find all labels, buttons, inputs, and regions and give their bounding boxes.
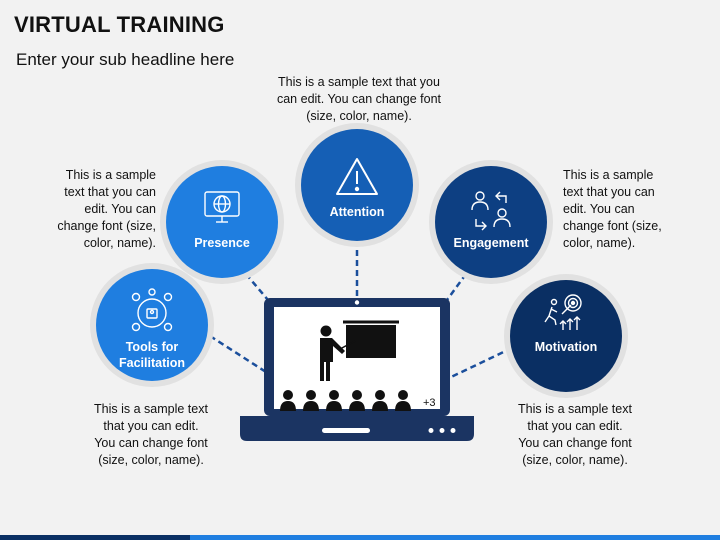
laptop-dot: [450, 428, 456, 433]
footer-bar-light: [190, 535, 720, 540]
text-motivation: This is a sample text that you can edit.…: [518, 402, 632, 467]
people-network-icon: [131, 288, 173, 332]
node-attention: [295, 123, 419, 247]
node-presence: [160, 160, 284, 284]
label-presence: Presence: [194, 236, 250, 250]
laptop-trackpad-slot: [322, 428, 370, 433]
monitor-globe-icon: [204, 191, 240, 223]
attendee-icon: [372, 390, 388, 411]
laptop-dot: [439, 428, 445, 433]
presenter-head: [320, 325, 332, 337]
text-presence: This is a sample text that you can edit.…: [57, 168, 156, 250]
pointer-stick: [339, 340, 356, 350]
label-motivation: Motivation: [534, 340, 598, 354]
node-tools: [90, 263, 214, 387]
text-tools-for-facilitation: This is a sample text that you can edit.…: [94, 402, 208, 467]
text-engagement: This is a sample text that you can edit.…: [563, 168, 662, 250]
attendee-icon: [349, 390, 365, 411]
connector-engagement: [445, 273, 468, 301]
footer-bar: [0, 535, 720, 540]
warning-icon: [336, 158, 378, 195]
audience: [280, 390, 411, 411]
laptop-camera: [354, 300, 360, 305]
attendee-icon: [280, 390, 296, 411]
connector-presence: [245, 273, 269, 301]
presenter-icon: [320, 320, 399, 381]
page-subtitle: Enter your sub headline here: [16, 50, 235, 69]
attendee-icon: [326, 390, 342, 411]
attendee-count: +3: [423, 397, 436, 409]
attendee-icon: [395, 390, 411, 411]
attendee-icon: [303, 390, 319, 411]
label-attention: Attention: [329, 205, 385, 219]
laptop-dot: [428, 428, 434, 433]
exchange-users-icon: [471, 191, 511, 231]
runner-target-icon: [544, 294, 582, 330]
connector-motivation: [448, 346, 513, 380]
node-engagement: [429, 160, 553, 284]
presenter-body: [320, 338, 345, 381]
label-engagement: Engagement: [453, 236, 529, 250]
footer-bar-dark: [0, 535, 190, 540]
node-motivation: [504, 274, 628, 398]
connectors: [209, 240, 513, 380]
page-title: VIRTUAL TRAINING: [14, 12, 225, 37]
text-attention: This is a sample text that you can edit.…: [276, 75, 442, 123]
laptop: +3: [240, 298, 474, 441]
label-tools-for-facilitation: Tools for Facilitation: [119, 340, 185, 370]
connector-tools: [209, 334, 267, 374]
